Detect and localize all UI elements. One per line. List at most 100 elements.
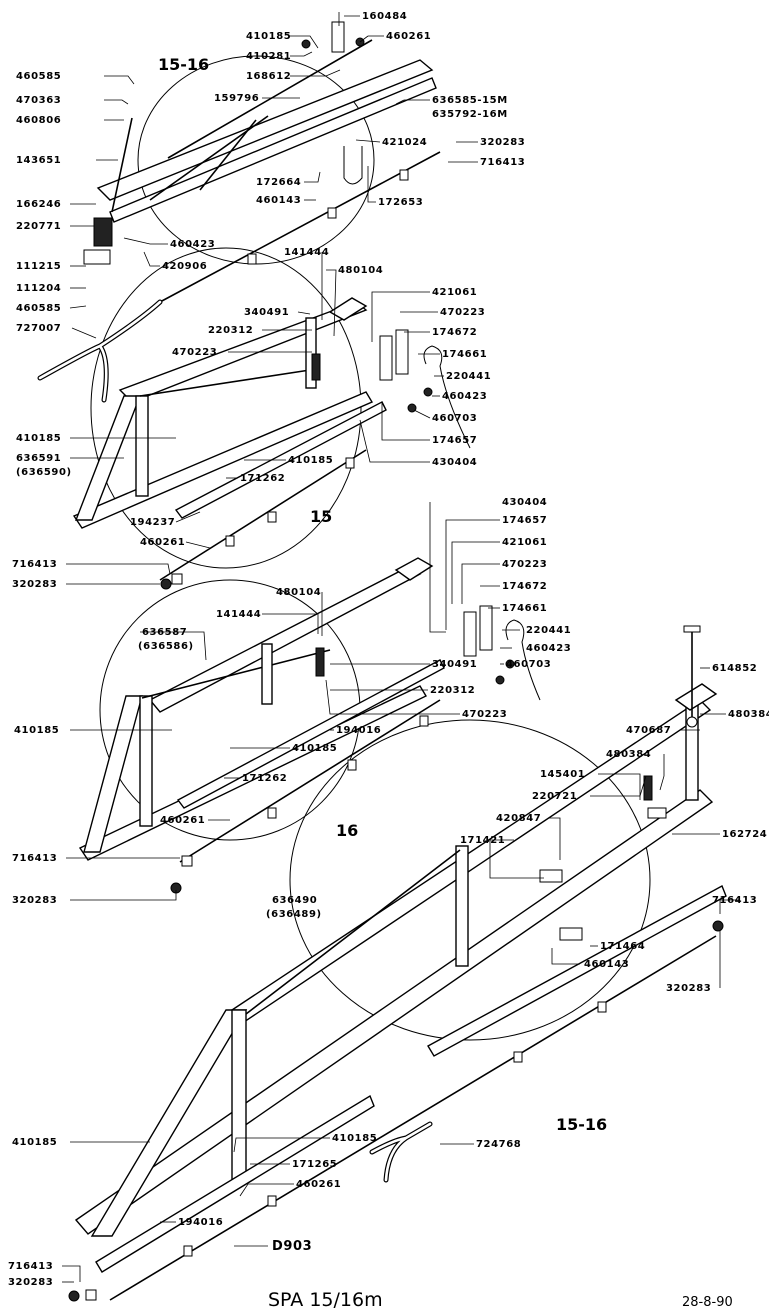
label-171262: 171262	[240, 473, 285, 484]
label-171265: 171265	[292, 1159, 337, 1170]
label-220441-b: 220441	[526, 625, 571, 636]
beam-636585	[109, 77, 437, 223]
label-410185-e: 410185	[292, 743, 337, 754]
leader-lines	[62, 12, 740, 1283]
hose-727007-inner	[38, 300, 162, 402]
label-320283: 320283	[480, 137, 525, 148]
label-636591: 636591	[16, 453, 61, 464]
label-636586: (636586)	[138, 641, 194, 652]
rod-top	[167, 39, 373, 159]
nozzle-main-2	[267, 1195, 277, 1207]
spring-220312-a	[311, 353, 321, 381]
label-460585: 460585	[16, 71, 61, 82]
nozzle-16-3	[419, 715, 429, 727]
label-470363: 470363	[16, 95, 61, 106]
label-716413: 716413	[480, 157, 525, 168]
stand-614852-head	[683, 625, 701, 633]
hinge-160484	[331, 21, 345, 53]
label-162724: 162724	[722, 829, 767, 840]
label-320283-c: 320283	[12, 895, 57, 906]
nozzle-16-2	[347, 759, 357, 771]
plate-174672-b	[479, 605, 493, 651]
plate-171421	[539, 869, 563, 883]
label-220312: 220312	[208, 325, 253, 336]
coupling-716413-c	[181, 855, 193, 867]
label-636490: 636490	[272, 895, 317, 906]
label-174672-b: 174672	[502, 581, 547, 592]
frame-636587-top-end	[394, 557, 434, 581]
nozzle-15-2	[267, 511, 277, 523]
circle-section-15	[90, 247, 362, 569]
label-174661-b: 174661	[502, 603, 547, 614]
label-320283-e: 320283	[8, 1277, 53, 1288]
label-220771: 220771	[16, 221, 61, 232]
strut-top-2	[199, 119, 257, 191]
boom-section-15	[72, 297, 471, 590]
label-460261-d: 460261	[296, 1179, 341, 1190]
label-636590: (636590)	[16, 467, 72, 478]
channel-194016-b	[95, 1094, 375, 1273]
label-220312-b: 220312	[430, 685, 475, 696]
top-boom-assembly	[37, 21, 441, 403]
spray-pipe-16	[179, 699, 441, 863]
nozzle-main-3	[513, 1051, 523, 1063]
nozzle-top-1	[247, 253, 257, 265]
label-480384-b: 480384	[606, 749, 651, 760]
spring-220771	[93, 217, 113, 247]
group-labels: 15-16 15 16 15-16	[158, 55, 607, 1134]
label-320283-b: 320283	[12, 579, 57, 590]
group-label-bottom: 15-16	[556, 1115, 607, 1134]
label-470223: 470223	[440, 307, 485, 318]
nozzle-15-3	[345, 457, 355, 469]
label-430404-b: 430404	[502, 497, 547, 508]
nozzle-main-1	[183, 1245, 193, 1257]
label-636587: 636587	[142, 627, 187, 638]
label-111215: 111215	[16, 261, 61, 272]
strut-143651	[111, 117, 133, 213]
label-174672: 174672	[432, 327, 477, 338]
nozzle-top-2	[327, 207, 337, 219]
label-174661: 174661	[442, 349, 487, 360]
nozzle-15-1	[225, 535, 235, 547]
label-727007: 727007	[16, 323, 61, 334]
label-460703: 460703	[432, 413, 477, 424]
label-716413-d: 716413	[712, 895, 757, 906]
label-460423-b: 460423	[442, 391, 487, 402]
nut-320283-d	[712, 920, 724, 932]
label-220441: 220441	[446, 371, 491, 382]
label-460703-b: 460703	[506, 659, 551, 670]
label-470223-b: 470223	[172, 347, 217, 358]
spring-220312-b	[315, 647, 325, 677]
label-460585-b: 460585	[16, 303, 61, 314]
label-143651: 143651	[16, 155, 61, 166]
label-194016-b: 194016	[178, 1217, 223, 1228]
bracket-162724	[647, 807, 667, 819]
nut-460423-c	[505, 659, 515, 669]
label-410185-d: 410185	[14, 725, 59, 736]
label-460261-c: 460261	[160, 815, 205, 826]
frame-636490-top-end	[674, 683, 718, 711]
label-141444-b: 141444	[216, 609, 261, 620]
label-470223-d: 470223	[462, 709, 507, 720]
frame-636587-cross	[141, 649, 331, 699]
spring-220441-a	[423, 345, 471, 449]
label-220721: 220721	[532, 791, 577, 802]
label-174657: 174657	[432, 435, 477, 446]
frame-636591-post	[135, 395, 149, 497]
label-420847: 420847	[496, 813, 541, 824]
bolt-410185-top	[301, 39, 311, 49]
nozzle-main-4	[597, 1001, 607, 1013]
nozzle-16-1	[267, 807, 277, 819]
label-171262-b: 171262	[242, 773, 287, 784]
label-145401: 145401	[540, 769, 585, 780]
label-421061: 421061	[432, 287, 477, 298]
label-421024: 421024	[382, 137, 427, 148]
label-460423: 460423	[170, 239, 215, 250]
label-614852: 614852	[712, 663, 757, 674]
label-410281: 410281	[246, 51, 291, 62]
group-label-top: 15-16	[158, 55, 209, 74]
frame-636587-post	[139, 695, 153, 827]
post-section-16	[261, 643, 273, 705]
label-724768: 724768	[476, 1139, 521, 1150]
